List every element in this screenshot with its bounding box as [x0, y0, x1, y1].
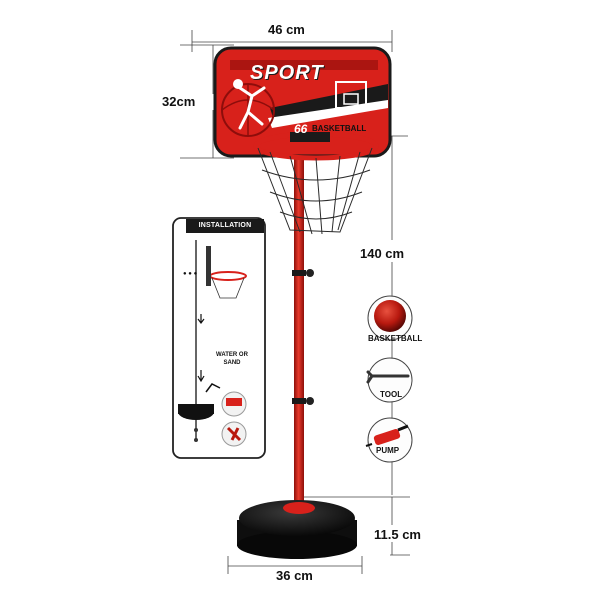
hoop-net — [257, 147, 373, 235]
svg-text:● ● ●: ● ● ● — [183, 271, 198, 277]
pole-height-label: 140 cm — [360, 246, 405, 261]
backboard-number: 66 — [294, 122, 308, 136]
accessory-label-tool: TOOL — [380, 390, 403, 399]
wrench-tool-icon — [366, 370, 410, 384]
accessory-tool — [366, 357, 413, 403]
backboard-word: BASKETBALL — [312, 124, 367, 133]
base — [237, 500, 357, 559]
accessory-label-basketball: BASKETBALL — [368, 334, 423, 343]
installation-title: INSTALLATION — [198, 222, 252, 229]
backboard-width-label: 46 cm — [268, 22, 305, 37]
backboard-height-label: 32cm — [162, 94, 196, 109]
accessory-label-pump: PUMP — [376, 446, 400, 455]
installation-panel: ● ● ● — [172, 217, 266, 459]
backboard-brand: SPORT — [250, 62, 324, 84]
basketball-icon — [374, 300, 406, 332]
backboard — [213, 46, 392, 158]
accessory-pump — [365, 417, 413, 463]
base-width-label: 36 cm — [276, 568, 313, 583]
pole — [292, 140, 314, 512]
installation-note: WATER OR SAND — [216, 352, 248, 366]
pump-icon — [365, 424, 409, 447]
base-height-label: 11.5 cm — [374, 527, 421, 542]
accessory-basketball — [367, 295, 413, 341]
